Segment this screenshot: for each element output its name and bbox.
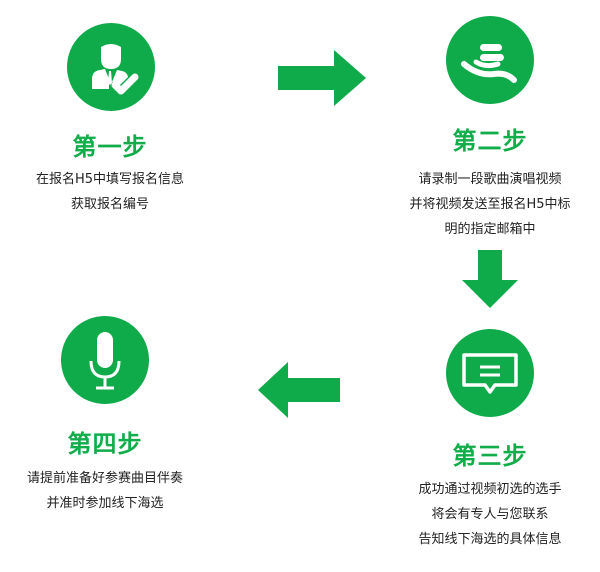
step2-title: 第二步 xyxy=(452,127,528,155)
step3-circle xyxy=(446,329,534,417)
step1-circle xyxy=(67,23,155,111)
step1-title: 第一步 xyxy=(72,133,148,161)
step3-title: 第三步 xyxy=(452,442,528,470)
hand-coins-icon xyxy=(461,44,517,83)
arrow-down-icon xyxy=(462,250,518,308)
step4-title: 第四步 xyxy=(67,430,143,458)
step2-line: 明的指定邮箱中 xyxy=(444,222,536,237)
step3-line: 告知线下海选的具体信息 xyxy=(418,532,562,547)
arrow-right-icon xyxy=(278,50,366,106)
step4-line: 请提前准备好参赛曲目伴奏 xyxy=(26,471,183,486)
step1-description: 在报名H5中填写报名信息 获取报名编号 xyxy=(0,167,230,217)
step4-description: 请提前准备好参赛曲目伴奏 并准时参加线下海选 xyxy=(0,466,225,516)
step2-line: 并将视频发送至报名H5中标 xyxy=(409,197,571,212)
step2-description: 请录制一段歌曲演唱视频 并将视频发送至报名H5中标 明的指定邮箱中 xyxy=(370,167,600,242)
step4-circle xyxy=(61,316,149,404)
step1-line: 在报名H5中填写报名信息 xyxy=(35,172,185,187)
step1-line: 获取报名编号 xyxy=(70,197,149,212)
step4-line: 并准时参加线下海选 xyxy=(46,496,164,511)
step3-description: 成功通过视频初选的选手 将会有专人与您联系 告知线下海选的具体信息 xyxy=(370,477,600,552)
arrow-left-icon xyxy=(258,362,340,418)
step2-circle xyxy=(446,16,534,104)
microphone-icon xyxy=(89,332,121,390)
user-check-icon xyxy=(92,44,139,95)
step2-line: 请录制一段歌曲演唱视频 xyxy=(418,172,562,187)
step3-line: 成功通过视频初选的选手 xyxy=(418,482,562,497)
message-icon xyxy=(462,353,518,394)
step3-line: 将会有专人与您联系 xyxy=(431,507,549,522)
